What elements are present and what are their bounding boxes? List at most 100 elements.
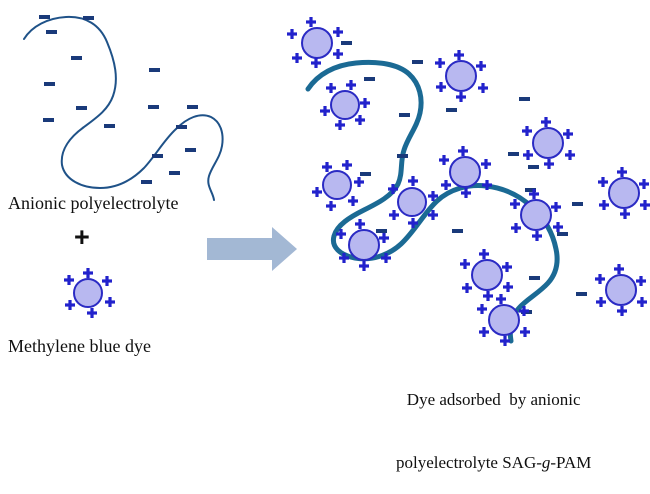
plus-charge-icon: [544, 159, 554, 169]
plus-charge-icon: [342, 160, 352, 170]
plus-charge-icon: [441, 180, 451, 190]
minus-charge-icon: [452, 229, 463, 233]
dye-particle-icon: [477, 294, 530, 346]
plus-charge-icon: [483, 291, 493, 301]
minus-charge-icon: [149, 68, 160, 72]
polymer-chain-icon: [23, 15, 224, 201]
minus-charge-icon: [152, 154, 163, 158]
plus-charge-icon: [502, 262, 512, 272]
plus-charge-icon: [320, 106, 330, 116]
plus-charge-icon: [565, 150, 575, 160]
plus-charge-icon: [551, 202, 561, 212]
label-product-line2: polyelectrolyte SAG-g-PAM: [396, 453, 591, 474]
dye-particle-icon: [287, 17, 343, 68]
left-polymer-chain-group: [23, 15, 224, 201]
plus-charge-icon: [481, 159, 491, 169]
minus-charge-icon: [376, 229, 387, 233]
minus-charge-icon: [141, 180, 152, 184]
dye-particle-icon: [320, 80, 370, 130]
plus-charge-icon: [454, 50, 464, 60]
minus-charge-icon: [176, 125, 187, 129]
minus-charge-icon: [44, 82, 55, 86]
methylene-blue-dye-sample: [64, 268, 115, 318]
minus-charge-icon: [83, 16, 94, 20]
minus-charge-icon: [572, 202, 583, 206]
plus-charge-icon: [439, 155, 449, 165]
plus-charge-icon: [520, 327, 530, 337]
plus-charge-icon: [379, 233, 389, 243]
plus-charge-icon: [333, 49, 343, 59]
minus-charge-icon: [46, 30, 57, 34]
right-arrow-icon: [207, 227, 297, 271]
minus-charge-icon: [71, 56, 82, 60]
minus-charge-icon: [187, 105, 198, 109]
plus-charge-icon: [637, 297, 647, 307]
dye-particle-icon: [510, 189, 563, 241]
plus-charge-icon: [640, 200, 650, 210]
label-product-line2-post: -PAM: [550, 452, 592, 472]
dye-particle-icon: [435, 50, 488, 102]
plus-charge-icon: [436, 82, 446, 92]
plus-charge-icon: [287, 29, 297, 39]
plus-charge-icon: [105, 297, 115, 307]
plus-charge-icon: [83, 268, 93, 278]
dye-particle-icon: [595, 264, 647, 316]
label-product: Dye adsorbed by anionic polyelectrolyte …: [396, 349, 591, 494]
minus-charge-icon: [529, 276, 540, 280]
plus-charge-icon: [503, 282, 513, 292]
minus-charge-icon: [185, 148, 196, 152]
plus-charge-icon: [541, 117, 551, 127]
dye-particle-icon: [336, 219, 391, 271]
plus-charge-icon: [312, 187, 322, 197]
label-methylene-blue-dye: Methylene blue dye: [8, 336, 151, 356]
plus-charge-icon: [532, 231, 542, 241]
dye-particle-icon: [312, 160, 364, 211]
label-product-line1: Dye adsorbed by anionic: [406, 390, 581, 410]
plus-charge-icon: [479, 327, 489, 337]
adsorbed-dye-particles: [287, 17, 650, 346]
plus-charge-icon: [389, 210, 399, 220]
transformation-arrow: [207, 227, 297, 271]
plus-charge-icon: [458, 146, 468, 156]
plus-charge-icon: [408, 176, 418, 186]
minus-charge-icon: [148, 105, 159, 109]
plus-charge-icon: [477, 304, 487, 314]
plus-charge-icon: [596, 297, 606, 307]
plus-charge-icon: [333, 27, 343, 37]
plus-charge-icon: [355, 219, 365, 229]
plus-charge-icon: [360, 98, 370, 108]
dye-particle-icon: [460, 249, 513, 301]
plus-charge-icon: [563, 129, 573, 139]
plus-charge-icon: [460, 259, 470, 269]
minus-charge-icon: [519, 97, 530, 101]
label-anionic-polyelectrolyte: Anionic polyelectrolyte: [8, 193, 179, 213]
negative-charges-right: [341, 41, 587, 314]
plus-charge-icon: [599, 200, 609, 210]
minus-charge-icon: [399, 113, 410, 117]
minus-charge-icon: [360, 172, 371, 176]
plus-charge-icon: [510, 199, 520, 209]
minus-charge-icon: [43, 118, 54, 122]
plus-charge-icon: [639, 179, 649, 189]
plus-charge-icon: [435, 58, 445, 68]
reaction-diagram: [23, 15, 650, 346]
label-product-line2-italic: g: [541, 452, 551, 472]
plus-charge-icon: [326, 83, 336, 93]
plus-charge-icon: [462, 283, 472, 293]
plus-charge-icon: [306, 17, 316, 27]
plus-charge-icon: [617, 306, 627, 316]
plus-charge-icon: [359, 261, 369, 271]
plus-charge-icon: [617, 167, 627, 177]
dye-particle-icon: [388, 176, 438, 228]
minus-charge-icon: [76, 106, 87, 110]
plus-charge-icon: [614, 264, 624, 274]
plus-charge-icon: [456, 92, 466, 102]
plus-charge-icon: [523, 150, 533, 160]
plus-charge-icon: [496, 294, 506, 304]
plus-charge-icon: [355, 115, 365, 125]
plus-charge-icon: [620, 209, 630, 219]
minus-charge-icon: [576, 292, 587, 296]
minus-charge-icon: [557, 232, 568, 236]
dye-particle-icon: [522, 117, 575, 169]
plus-charge-icon: [636, 276, 646, 286]
